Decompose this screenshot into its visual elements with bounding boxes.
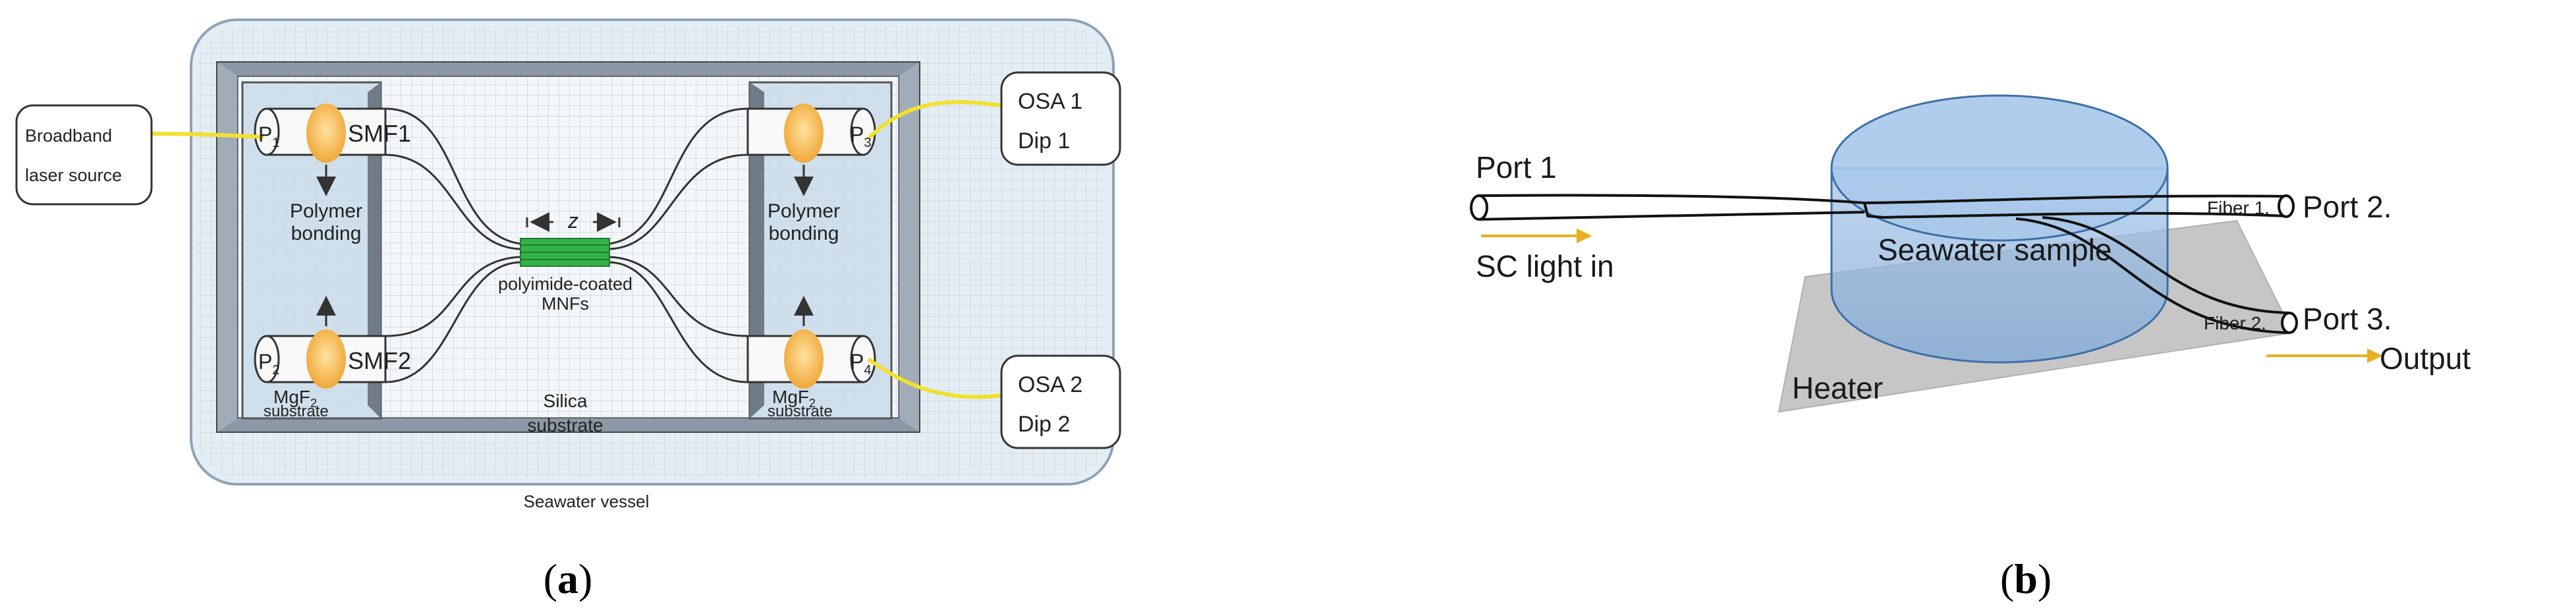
seawater-top	[1830, 94, 2169, 242]
polymer-left-2: bonding	[291, 223, 362, 244]
source-link	[151, 132, 264, 139]
output-label: Output	[2380, 341, 2471, 376]
mgf-right-sub-label: substrate	[768, 403, 833, 420]
silica-label-2: substrate	[527, 415, 603, 435]
smf2-label: SMF2	[348, 347, 411, 374]
mnf-label-2: MNFs	[542, 294, 589, 314]
osa2-box	[1000, 354, 1121, 449]
polymer-left-1: Polymer	[290, 200, 362, 222]
vessel-label: Seawater vessel	[524, 491, 650, 511]
heater-label: Heater	[1792, 371, 1883, 405]
port-p1: P1	[258, 123, 279, 150]
port-p4: P4	[850, 350, 871, 378]
laser-source-box	[15, 104, 153, 206]
source-label-1: Broadband	[25, 126, 112, 146]
smf1-label: SMF1	[348, 120, 411, 147]
fiber2-label: Fiber 2.	[2204, 313, 2266, 333]
port-p3: P3	[850, 123, 871, 150]
osa2-label-2: Dip 2	[1018, 412, 1070, 437]
port2-label: Port 2.	[2303, 190, 2392, 224]
mgf-right-label: MgF2	[772, 387, 816, 410]
polymer-right-1: Polymer	[768, 200, 840, 222]
port-p2: P2	[258, 350, 279, 378]
port3-label: Port 3.	[2303, 302, 2392, 336]
source-label-2: laser source	[25, 165, 122, 185]
caption-a: (a)	[544, 555, 593, 602]
mnf-label-1: polyimide-coated	[498, 274, 632, 294]
fiber1-label: Fiber 1.	[2207, 198, 2270, 218]
osa2-label-1: OSA 2	[1018, 372, 1082, 397]
osa1-link	[866, 100, 1002, 140]
panel-b: Port 1 SC light in Seawater sample Heate…	[1470, 94, 2471, 602]
osa1-box	[1000, 71, 1121, 166]
mgf-left-label: MgF2	[273, 387, 317, 410]
mgf-left-sub-label: substrate	[264, 403, 329, 420]
caption-b: (b)	[2000, 555, 2052, 602]
osa1-label-1: OSA 1	[1018, 89, 1082, 114]
sc-light-label: SC light in	[1476, 249, 1614, 283]
port1-label: Port 1	[1476, 150, 1557, 184]
z-label: z	[567, 209, 578, 233]
osa2-link	[867, 357, 1002, 399]
seawater-label: Seawater sample	[1878, 233, 2112, 267]
panel-a: Broadband laser source OSA 1 Dip 1 OSA 2…	[15, 18, 1121, 602]
osa1-label-2: Dip 1	[1018, 128, 1070, 154]
polymer-right-2: bonding	[769, 223, 839, 244]
silica-label-1: Silica	[544, 391, 588, 411]
